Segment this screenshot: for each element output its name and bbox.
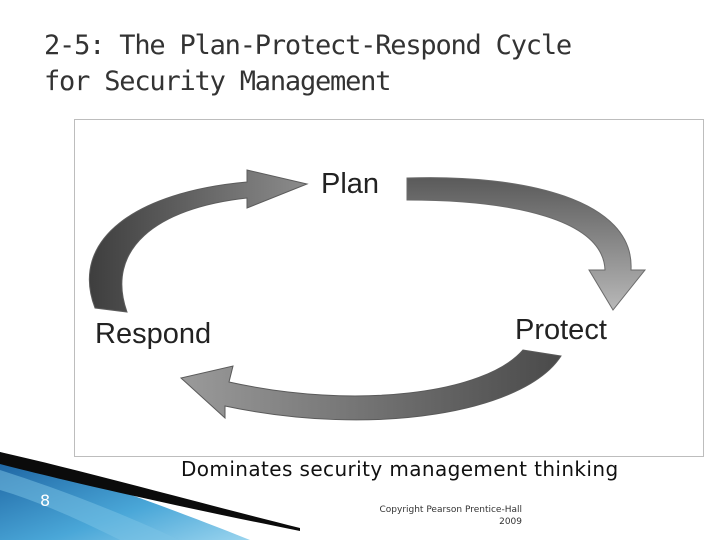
node-plan: Plan — [321, 168, 380, 200]
slide-caption: Dominates security management thinking — [181, 457, 619, 481]
arrow-protect-to-respond — [179, 349, 562, 421]
title-line-2: for Security Management — [44, 66, 391, 97]
copyright-line-2: 2009 — [499, 517, 522, 527]
page-number: 8 — [40, 491, 51, 510]
title-line-1: 2-5: The Plan-Protect-Respond Cycle — [44, 30, 572, 61]
copyright-line-1: Copyright Pearson Prentice-Hall — [379, 505, 522, 515]
cycle-diagram: Plan Protect Respond — [74, 119, 704, 457]
node-respond: Respond — [95, 318, 212, 350]
slide-title: 2-5: The Plan-Protect-Respond Cycle for … — [44, 28, 684, 100]
cycle-arrows — [89, 169, 647, 421]
node-protect: Protect — [515, 314, 607, 346]
copyright-notice: Copyright Pearson Prentice-Hall 2009 — [360, 504, 522, 528]
arrow-plan-to-protect — [406, 177, 647, 311]
arrow-respond-to-plan — [89, 169, 309, 313]
